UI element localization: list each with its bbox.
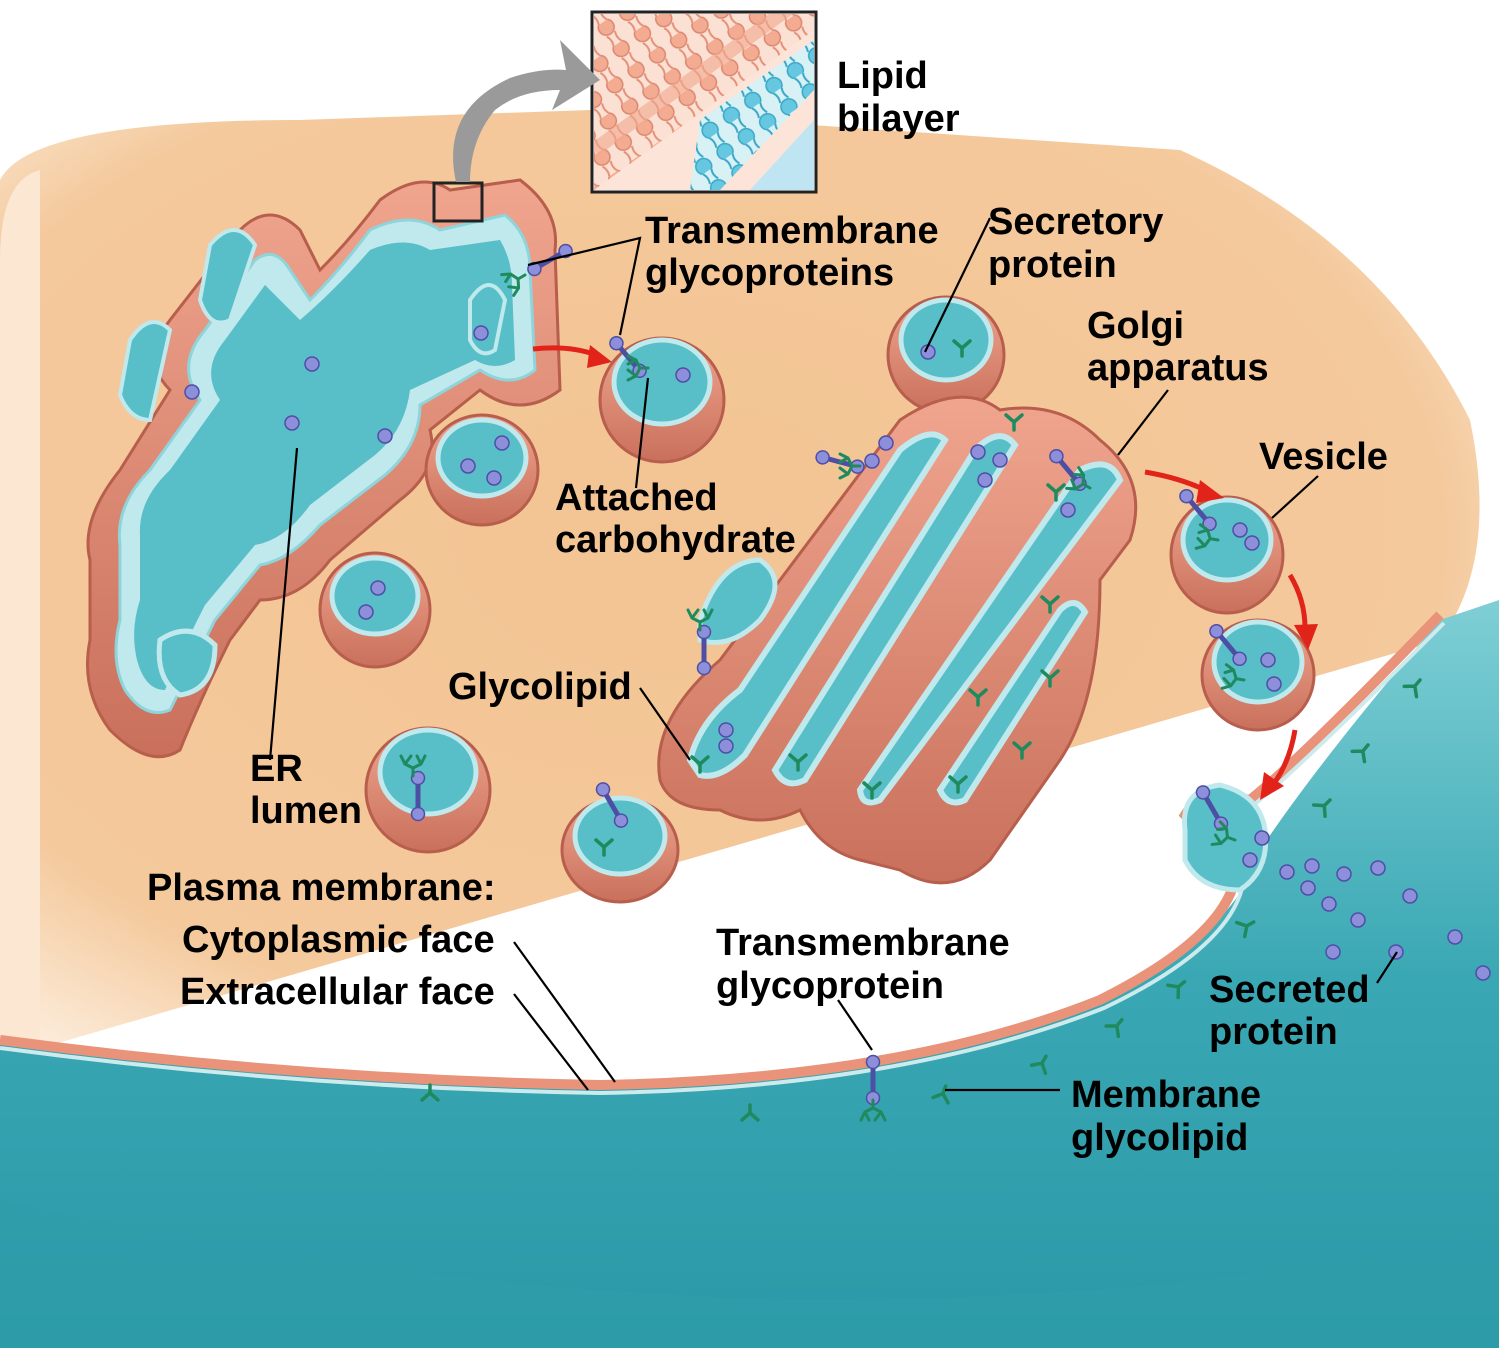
label-cytoplasmic-face: Cytoplasmic face: [182, 919, 495, 961]
er-vesicle-2: [320, 553, 430, 667]
er-vesicle-3: [366, 728, 490, 852]
label-er-lumen-2: lumen: [250, 790, 362, 832]
label-attached-carbohydrate-1: Attached: [555, 477, 718, 519]
label-glycolipid: Glycolipid: [448, 666, 632, 708]
label-plasma-membrane: Plasma membrane:: [147, 867, 496, 909]
label-secreted-protein-2: protein: [1209, 1011, 1338, 1053]
label-transmembrane-glycoproteins-1: Transmembrane: [645, 210, 939, 252]
label-golgi-apparatus-2: apparatus: [1087, 347, 1269, 389]
label-transmembrane-glycoprotein-2: glycoprotein: [716, 965, 944, 1007]
label-extracellular-face: Extracellular face: [180, 971, 495, 1013]
label-secreted-protein-1: Secreted: [1209, 969, 1370, 1011]
label-golgi-apparatus-1: Golgi: [1087, 305, 1184, 347]
label-secretory-protein-1: Secretory: [988, 201, 1163, 243]
lipid-bilayer-inset: [592, 0, 816, 192]
label-membrane-glycolipid-2: glycolipid: [1071, 1117, 1248, 1159]
label-er-lumen-1: ER: [250, 748, 303, 790]
label-transmembrane-glycoprotein-1: Transmembrane: [716, 922, 1010, 964]
label-transmembrane-glycoproteins-2: glycoproteins: [645, 252, 894, 294]
secretory-vesicle-top: [888, 297, 1004, 413]
vesicle-right-2: [1202, 620, 1314, 730]
cytoplasm-lower: [0, 170, 40, 1060]
label-membrane-glycolipid-1: Membrane: [1071, 1074, 1261, 1116]
er-vesicle-1: [426, 415, 538, 525]
label-secretory-protein-2: protein: [988, 244, 1117, 286]
label-lipid-bilayer-2: bilayer: [837, 98, 960, 140]
label-attached-carbohydrate-2: carbohydrate: [555, 519, 796, 561]
label-lipid-bilayer-1: Lipid: [837, 55, 928, 97]
label-vesicle: Vesicle: [1259, 436, 1388, 478]
